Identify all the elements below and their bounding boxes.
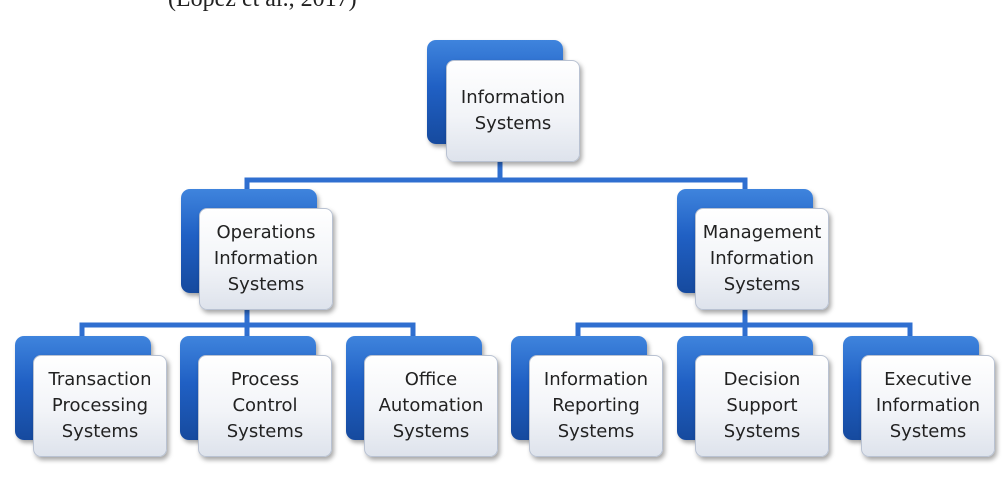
node-office-automation-systems: Office Automation Systems xyxy=(346,336,499,460)
node-label: Information Reporting Systems xyxy=(543,369,649,442)
node-label: Information Systems xyxy=(460,87,566,134)
node-front-box: Executive Information Systems xyxy=(861,355,995,457)
node-label: Process Control Systems xyxy=(226,369,304,442)
node-process-control-systems: Process Control Systems xyxy=(180,336,333,460)
node-label: Executive Information Systems xyxy=(875,369,981,442)
node-front-box: Information Systems xyxy=(446,60,580,162)
node-information-systems: Information Systems xyxy=(427,40,581,166)
node-front-box: Decision Support Systems xyxy=(695,355,829,457)
node-information-reporting-systems: Information Reporting Systems xyxy=(511,336,664,460)
node-front-box: Process Control Systems xyxy=(198,355,332,457)
node-label: Management Information Systems xyxy=(702,222,822,295)
top-caption: (Lopez et al., 2017) xyxy=(168,0,357,13)
node-front-box: Operations Information Systems xyxy=(199,208,333,310)
node-decision-support-systems: Decision Support Systems xyxy=(677,336,830,460)
node-transaction-processing-systems: Transaction Processing Systems xyxy=(15,336,168,460)
node-label: Office Automation Systems xyxy=(378,369,484,442)
node-executive-information-systems: Executive Information Systems xyxy=(843,336,996,460)
node-management-information-systems: Management Information Systems xyxy=(677,189,830,314)
node-front-box: Management Information Systems xyxy=(695,208,829,310)
node-front-box: Information Reporting Systems xyxy=(529,355,663,457)
node-label: Transaction Processing Systems xyxy=(48,369,152,442)
node-label: Operations Information Systems xyxy=(213,222,319,295)
node-front-box: Transaction Processing Systems xyxy=(33,355,167,457)
node-label: Decision Support Systems xyxy=(723,369,801,442)
node-operations-information-systems: Operations Information Systems xyxy=(181,189,334,314)
node-front-box: Office Automation Systems xyxy=(364,355,498,457)
